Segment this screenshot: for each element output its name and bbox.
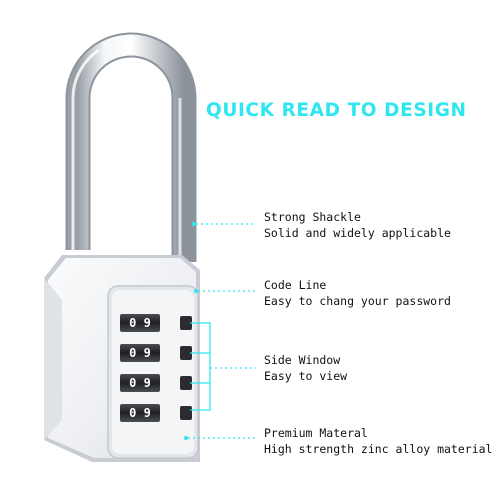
callouts [184, 222, 256, 440]
dial-3[interactable]: 0 9 [120, 374, 160, 392]
feature-title: Strong Shackle [264, 210, 361, 224]
feature-description: Solid and widely applicable [264, 226, 451, 240]
feature-side-window: Side Window Easy to view [264, 352, 347, 384]
dial-digits: 0 9 [129, 346, 151, 360]
shackle [65, 32, 197, 262]
feature-description: Easy to chang your password [264, 294, 451, 308]
dial-digits: 0 9 [129, 316, 151, 330]
feature-code-line: Code Line Easy to chang your password [264, 277, 451, 309]
dial-4[interactable]: 0 9 [120, 404, 160, 422]
dial-digits: 0 9 [129, 406, 151, 420]
dial-1[interactable]: 0 9 [120, 314, 160, 332]
feature-title: Side Window [264, 353, 341, 367]
feature-premium-material: Premium Materal High strength zinc alloy… [264, 425, 492, 457]
side-windows [180, 316, 192, 420]
dial-2[interactable]: 0 9 [120, 344, 160, 362]
headline: QUICK READ TO DESIGN [206, 100, 467, 121]
feature-title: Premium Materal [264, 426, 368, 440]
feature-strong-shackle: Strong Shackle Solid and widely applicab… [264, 209, 451, 241]
feature-description: High strength zinc alloy material [264, 442, 493, 456]
feature-description: Easy to view [264, 369, 348, 383]
feature-title: Code Line [264, 278, 327, 292]
side-window-bracket [190, 322, 211, 411]
dial-digits: 0 9 [129, 376, 151, 390]
combination-dials: 0 9 0 9 0 9 0 9 [120, 314, 160, 422]
